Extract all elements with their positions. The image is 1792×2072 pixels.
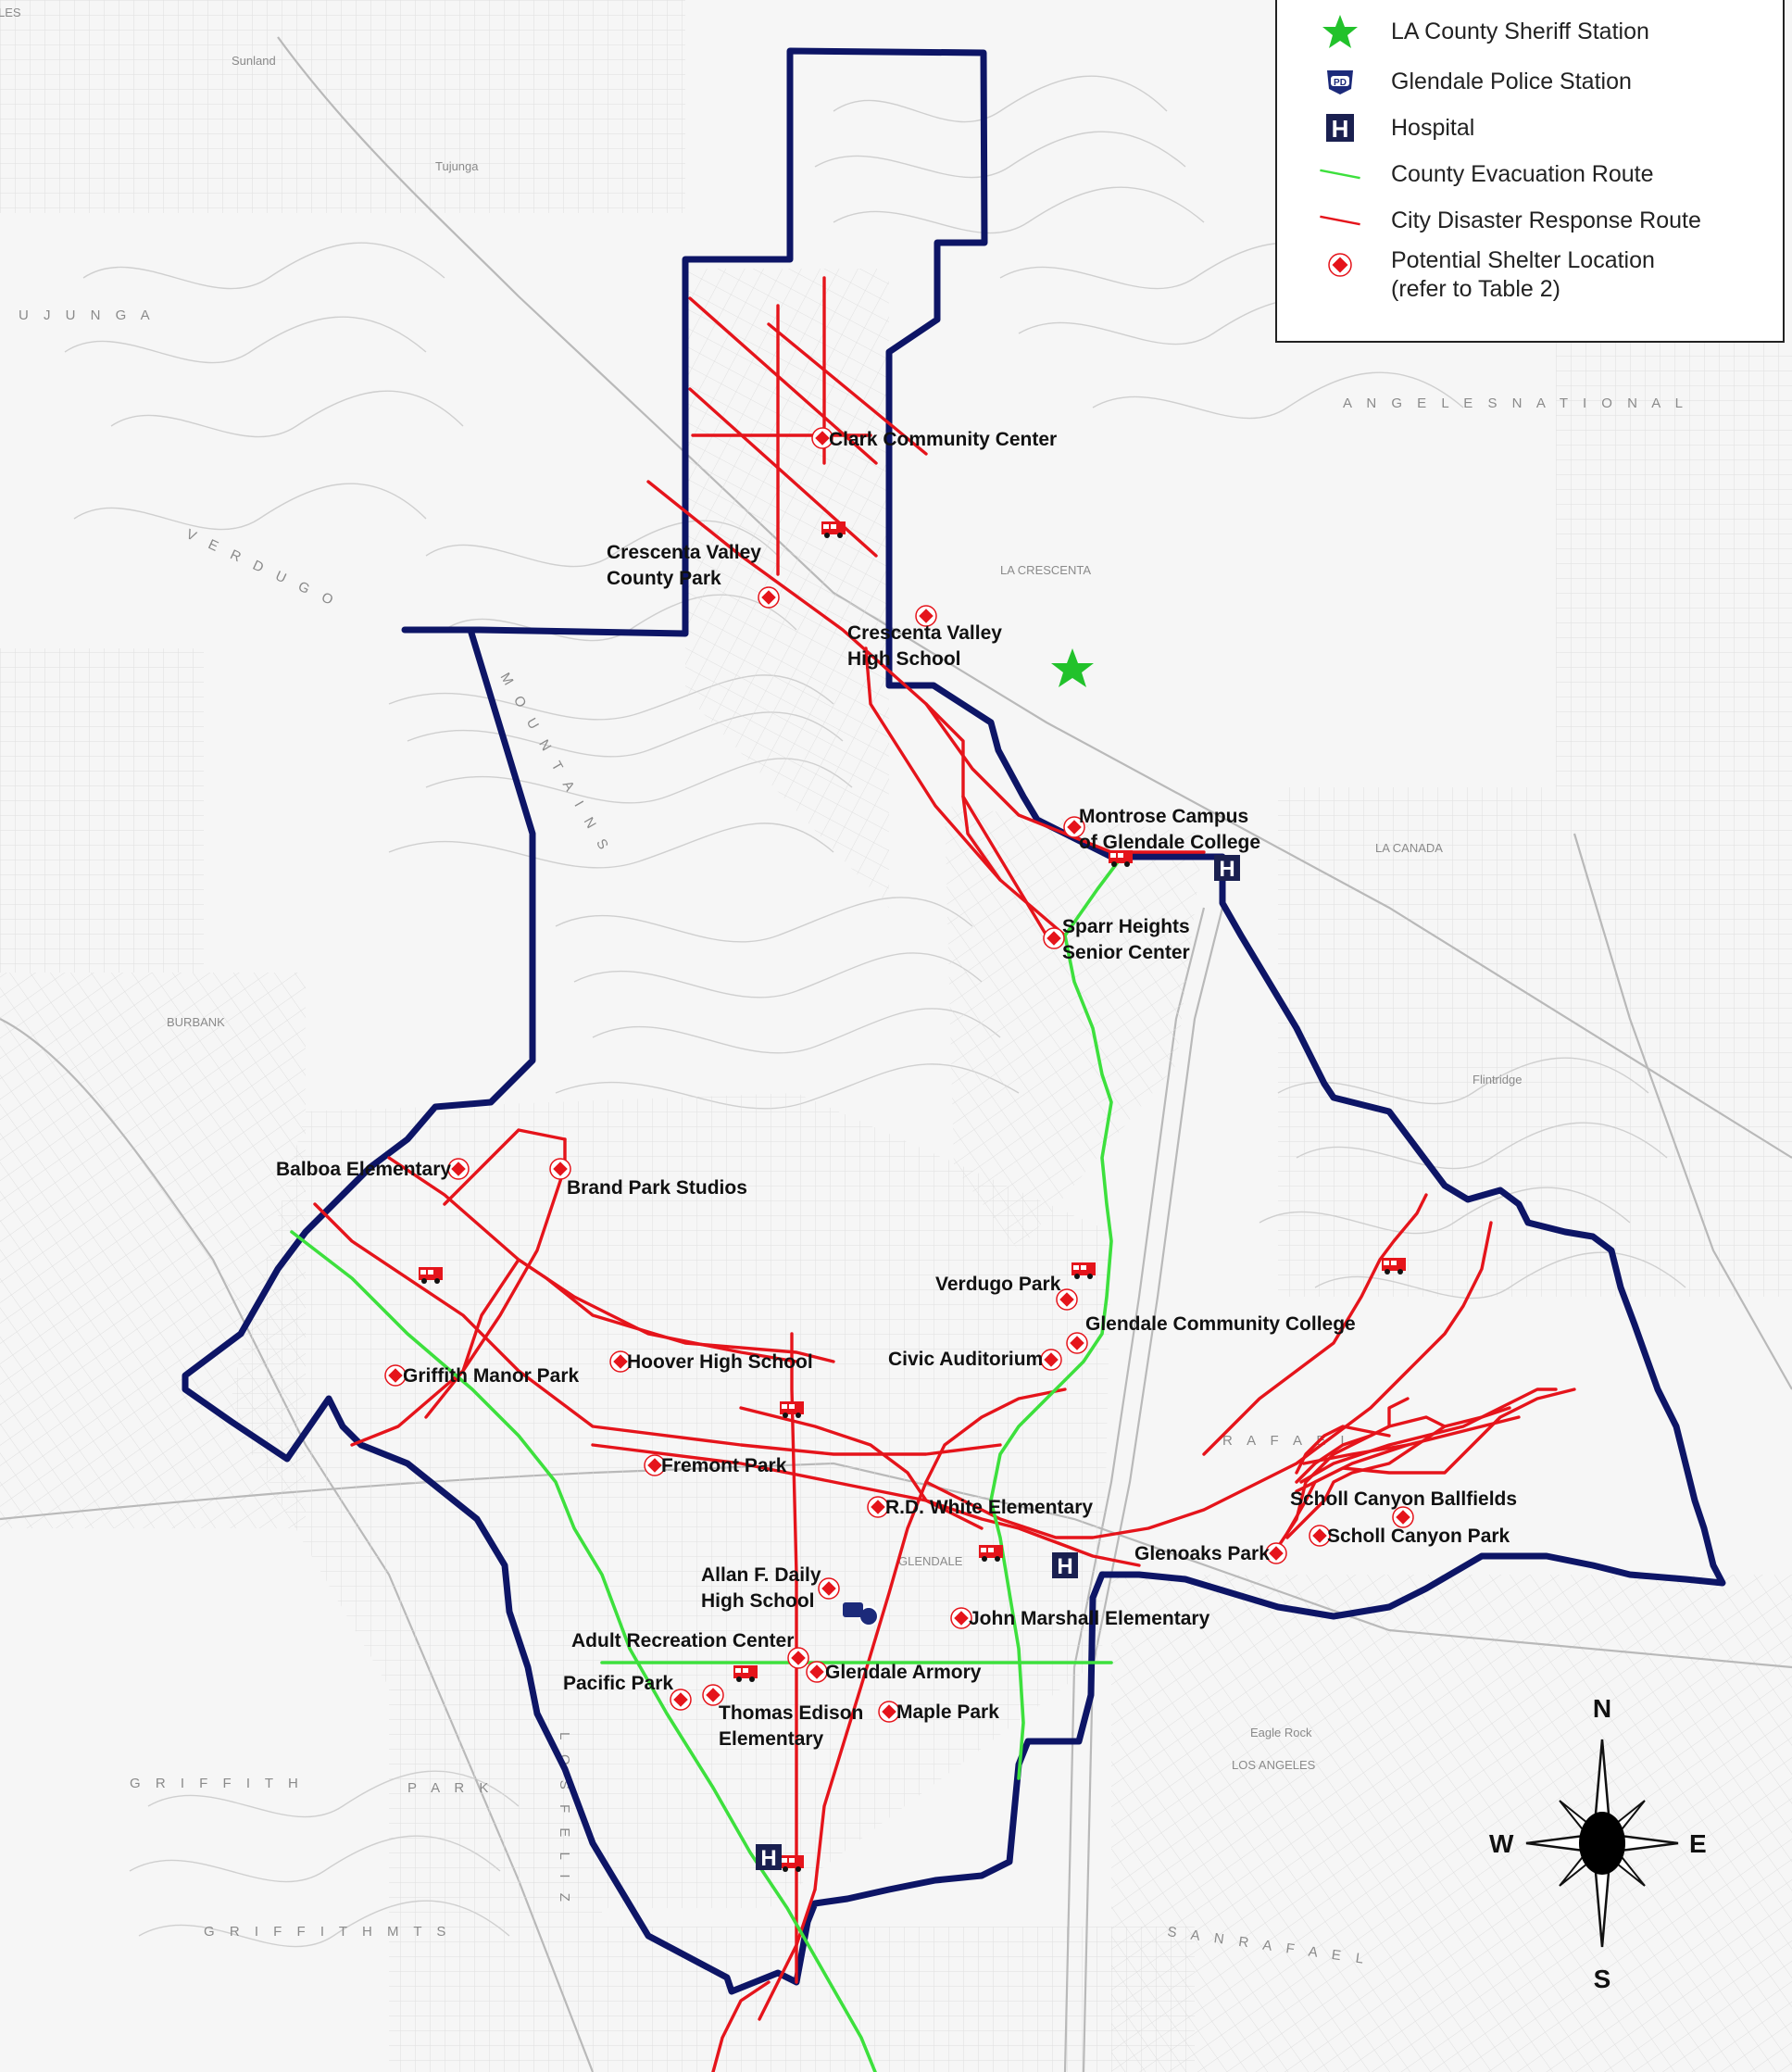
shelter-label: of Glendale College: [1079, 832, 1260, 853]
shelter-diamond-icon: [447, 1158, 470, 1180]
shelter-diamond-icon: [818, 1577, 840, 1600]
hospital-icon: [1214, 855, 1240, 882]
shelter-diamond-icon: [806, 1661, 828, 1683]
legend-label: Glendale Police Station: [1391, 68, 1632, 94]
shelter-diamond-icon: [1043, 927, 1065, 949]
base-label-griffith-mts: G R I F F I T H M T S: [204, 1924, 451, 1940]
map-legend: LA County Sheriff Station PD Glendale Po…: [1275, 0, 1785, 343]
svg-text:PD: PD: [1334, 78, 1347, 88]
shelter-label: Balboa Elementary: [276, 1159, 451, 1180]
shelter-label: Senior Center: [1062, 942, 1190, 963]
legend-label: City Disaster Response Route: [1391, 207, 1701, 233]
base-label-angeles-national: A N G E L E S N A T I O N A L: [1343, 396, 1688, 411]
base-label-la-canada: LA CANADA: [1375, 841, 1443, 855]
base-label-los-angeles: LOS ANGELES: [1232, 1758, 1316, 1772]
compass-south: S: [1594, 1965, 1611, 1993]
shelter-label: John Marshall Elementary: [969, 1608, 1210, 1629]
shelter-label: Maple Park: [896, 1702, 999, 1723]
shelter-label: Glendale Armory: [825, 1662, 982, 1683]
legend-label: LA County Sheriff Station: [1391, 18, 1649, 44]
compass-north: N: [1593, 1694, 1611, 1723]
base-label-eagle-rock: Eagle Rock: [1250, 1726, 1312, 1739]
red-line-swatch: [1319, 202, 1361, 239]
shelter-label: Elementary: [719, 1728, 824, 1750]
shelter-label: Civic Auditorium: [888, 1349, 1043, 1370]
sheriff-station: [1051, 648, 1094, 687]
shelter-label: Clark Community Center: [829, 429, 1057, 450]
legend-label: Hospital: [1391, 114, 1475, 141]
city-boundary: [182, 47, 1726, 1995]
base-label-glendale: GLENDALE: [898, 1554, 963, 1568]
shelter-label: Pacific Park: [563, 1673, 673, 1694]
shelter-label: Glenoaks Park: [1134, 1543, 1270, 1564]
shelter-label: Thomas Edison: [719, 1702, 863, 1724]
police-station: [843, 1602, 879, 1626]
legend-row-police: PD Glendale Police Station: [1319, 63, 1632, 100]
shelter-label: Allan F. Daily: [701, 1564, 821, 1586]
legend-row-sheriff: LA County Sheriff Station: [1319, 13, 1649, 50]
shelter-label: Sparr Heights: [1062, 916, 1190, 937]
shelter-label: Hoover High School: [627, 1351, 813, 1373]
base-label-tujunga-wide: U J U N G A: [19, 308, 156, 323]
hospital-icon: [756, 1844, 782, 1871]
shelter-diamond-icon: [549, 1158, 571, 1180]
shelter-label: Glendale Community College: [1085, 1313, 1356, 1335]
shelter-label: Adult Recreation Center: [571, 1630, 794, 1651]
shelter-diamond-icon: [1392, 1506, 1414, 1528]
shelter-label: Montrose Campus: [1079, 806, 1248, 827]
compass-east: E: [1689, 1829, 1707, 1858]
shelter-label: High School: [701, 1590, 815, 1612]
legend-row-hospital: H Hospital: [1319, 109, 1474, 146]
shelter-label: Scholl Canyon Ballfields: [1290, 1488, 1517, 1510]
shelter-label: County Park: [607, 568, 721, 589]
star-icon: [1319, 13, 1361, 50]
base-label-sunland: Sunland: [232, 54, 276, 68]
hospital-icon: [1052, 1552, 1078, 1579]
hospital-icon: H: [1319, 109, 1361, 146]
shelter-label: Crescenta Valley: [847, 622, 1002, 644]
shelter-diamond-icon: [1040, 1349, 1062, 1371]
base-label-flintridge: Flintridge: [1472, 1073, 1522, 1086]
city-disaster-response-routes: [313, 276, 1576, 2072]
shelter-diamond-icon: [1066, 1332, 1088, 1354]
legend-label: County Evacuation Route: [1391, 160, 1654, 187]
shelter-diamond-icon: [1319, 246, 1361, 283]
shelter-diamond-icon: [758, 586, 780, 609]
base-label-burbank: BURBANK: [167, 1015, 225, 1029]
legend-row-county-evacuation: County Evacuation Route: [1319, 156, 1654, 193]
compass-west: W: [1489, 1829, 1514, 1858]
shelter-label: Fremont Park: [661, 1455, 787, 1476]
base-label-les: LES: [0, 6, 21, 19]
shelter-label: High School: [847, 648, 961, 670]
legend-row-city-disaster: City Disaster Response Route: [1319, 202, 1701, 239]
compass-rose: N S E W: [1489, 1694, 1707, 1993]
shelter-label: R.D. White Elementary: [885, 1497, 1093, 1518]
base-label-griffith: G R I F F I T H: [130, 1776, 304, 1791]
shelter-label: Brand Park Studios: [567, 1177, 747, 1199]
base-label-la-crescenta: LA CRESCENTA: [1000, 563, 1091, 577]
base-label-tujunga: Tujunga: [435, 159, 479, 173]
svg-text:H: H: [1332, 115, 1349, 143]
police-badge-icon: PD: [1319, 63, 1361, 100]
shelter-label: Verdugo Park: [935, 1274, 1061, 1295]
shelter-diamond-icon: [670, 1689, 692, 1711]
legend-shelter-text: Potential Shelter Location (refer to Tab…: [1391, 246, 1655, 304]
base-label-park: P A R K: [407, 1780, 494, 1796]
shelter-label: Griffith Manor Park: [403, 1365, 580, 1387]
shelter-label: Crescenta Valley: [607, 542, 761, 563]
legend-label-note: (refer to Table 2): [1391, 276, 1560, 302]
green-line-swatch: [1319, 156, 1361, 193]
legend-row-shelter: Potential Shelter Location (refer to Tab…: [1319, 246, 1655, 304]
legend-label: Potential Shelter Location: [1391, 247, 1655, 273]
shelter-labels: Clark Community Center Crescenta Valley …: [276, 429, 1517, 1750]
shelter-label: Scholl Canyon Park: [1327, 1526, 1510, 1547]
